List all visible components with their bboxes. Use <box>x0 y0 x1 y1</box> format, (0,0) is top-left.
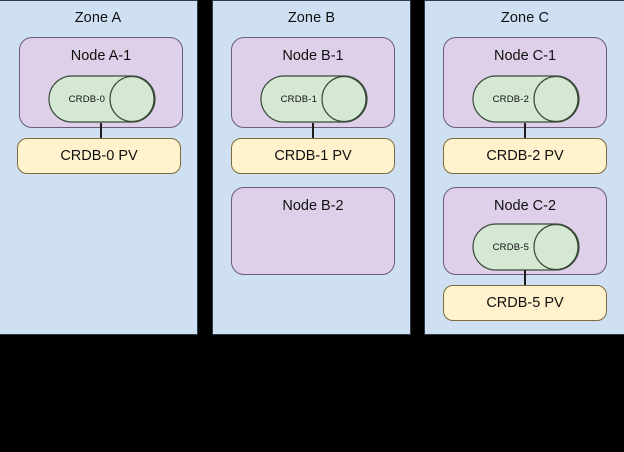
database-cylinder-crdb-0: CRDB-0 <box>48 75 156 123</box>
pv-label-crdb-5: CRDB-5 PV <box>486 295 564 311</box>
connector-node-c-1-to-pv <box>524 123 526 139</box>
pv-box-crdb-2: CRDB-2 PV <box>443 138 607 174</box>
node-box-c-2: Node C-2 CRDB-5 <box>443 187 607 275</box>
node-title-b-2: Node B-2 <box>282 198 344 214</box>
node-title-a-1: Node A-1 <box>70 48 132 64</box>
pv-box-crdb-1: CRDB-1 PV <box>231 138 395 174</box>
database-cylinder-crdb-1: CRDB-1 <box>260 75 368 123</box>
pv-box-crdb-5: CRDB-5 PV <box>443 285 607 321</box>
node-title-c-2: Node C-2 <box>493 198 557 214</box>
node-title-b-1: Node B-1 <box>282 48 344 64</box>
zone-title-a: Zone A <box>74 10 122 26</box>
node-box-a-1: Node A-1 CRDB-0 <box>19 37 183 128</box>
database-cylinder-crdb-2: CRDB-2 <box>472 75 580 123</box>
database-cylinder-crdb-5: CRDB-5 <box>472 223 580 271</box>
pv-label-crdb-0: CRDB-0 PV <box>60 148 138 164</box>
connector-node-c-2-to-pv <box>524 270 526 286</box>
zone-panel-b: Zone B Node B-1 CRDB-1 CRDB-1 PV Node B-… <box>212 0 411 335</box>
zone-title-b: Zone B <box>287 10 336 26</box>
node-box-b-1: Node B-1 CRDB-1 <box>231 37 395 128</box>
pv-box-crdb-0: CRDB-0 PV <box>17 138 181 174</box>
pv-label-crdb-1: CRDB-1 PV <box>274 148 352 164</box>
zone-panel-c: Zone C Node C-1 CRDB-2 CRDB-2 PV Node C-… <box>424 0 624 335</box>
pv-label-crdb-2: CRDB-2 PV <box>486 148 564 164</box>
node-box-b-2: Node B-2 <box>231 187 395 275</box>
zone-title-c: Zone C <box>500 10 550 26</box>
node-title-c-1: Node C-1 <box>493 48 557 64</box>
connector-node-b-1-to-pv <box>312 123 314 139</box>
connector-node-a-1-to-pv <box>100 123 102 139</box>
zone-panel-a: Zone A Node A-1 CRDB-0 CRDB-0 PV <box>0 0 198 335</box>
node-box-c-1: Node C-1 CRDB-2 <box>443 37 607 128</box>
